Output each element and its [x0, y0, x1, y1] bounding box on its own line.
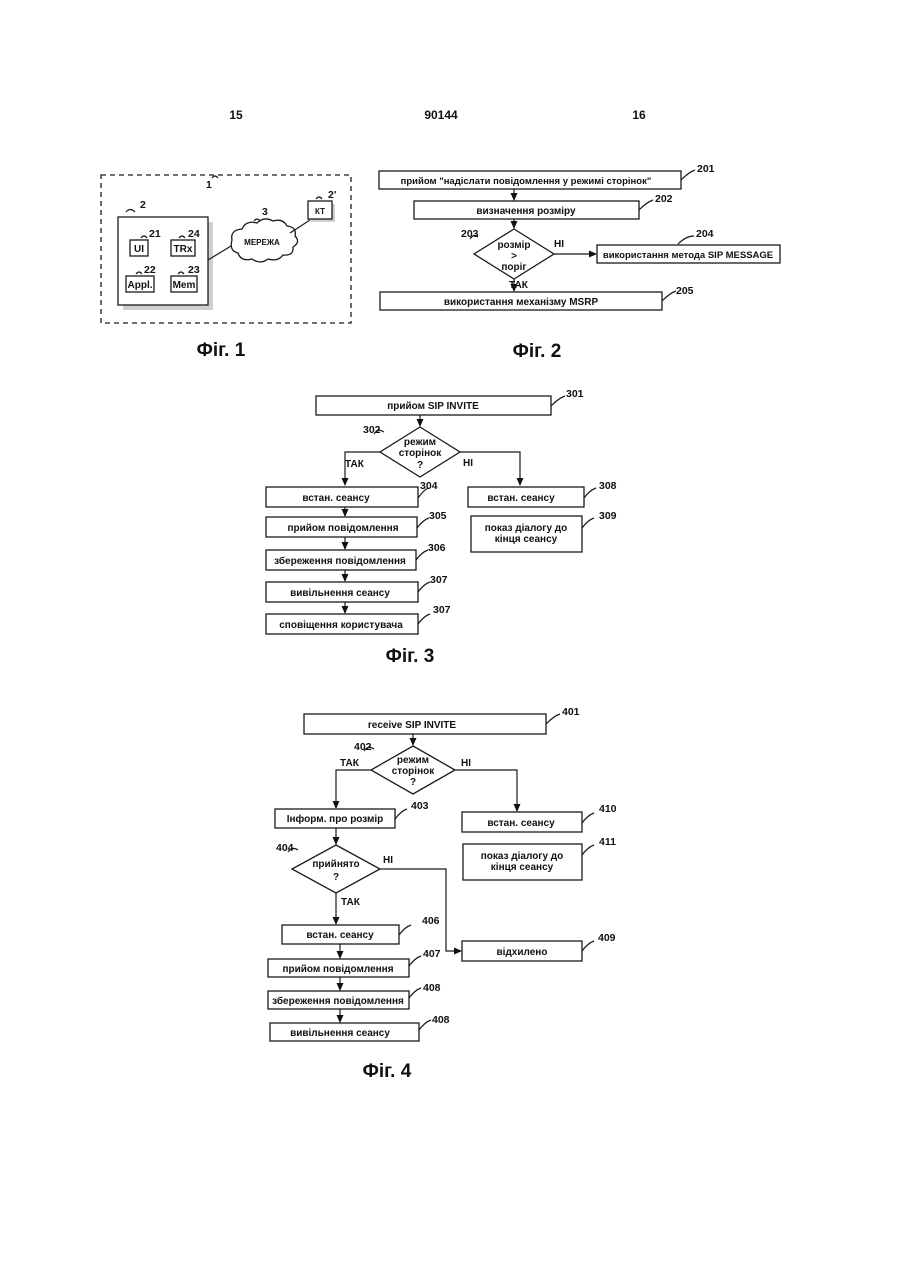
step-305-label: прийом повідомлення: [287, 523, 398, 534]
step-406-label: встан. сеансу: [306, 930, 374, 941]
step-307a-ref: 307: [430, 574, 448, 586]
fig2-yes-label: ТАК: [509, 280, 529, 291]
decision-402-ref: 402: [354, 741, 372, 753]
step-301-label: прийом SIP INVITE: [387, 401, 479, 412]
mem-ref: 23: [188, 264, 200, 276]
step-407-ref: 407: [423, 948, 441, 960]
step-406-ref: 406: [422, 915, 440, 927]
step-407-label: прийом повідомлення: [282, 964, 393, 975]
network-label: МЕРЕЖА: [244, 238, 280, 247]
system-ref: 1: [206, 179, 212, 191]
decision-404-ref: 404: [276, 842, 294, 854]
appl-ref: 22: [144, 264, 156, 276]
fig1-caption: Фіг. 1: [197, 340, 246, 361]
step-408b-label: вивільнення сеансу: [290, 1028, 390, 1039]
decision-402-line2: сторінок: [392, 766, 435, 777]
step-301-ref: 301: [566, 388, 584, 400]
step-409-ref: 409: [598, 932, 616, 944]
step-401-ref: 401: [562, 706, 580, 718]
step-305-ref: 305: [429, 510, 447, 522]
figure-1: 1 2 UI 21 TRx 24 Appl. 22 Mem 23 МЕРЕЖА …: [101, 175, 351, 361]
step-409-label: відхилено: [497, 947, 548, 958]
decision-402-line1: режим: [397, 755, 429, 766]
step-411-line1: показ діалогу до: [481, 851, 564, 862]
fig3-caption: Фіг. 3: [386, 646, 435, 667]
step-403-label: Інформ. про розмір: [287, 813, 384, 825]
step-201-ref: 201: [697, 163, 715, 175]
fig2-no-label: НІ: [554, 239, 564, 250]
step-202-ref: 202: [655, 193, 673, 205]
fig4-yes-main-label: ТАК: [340, 758, 360, 769]
step-307b-label: сповіщення користувача: [279, 620, 403, 631]
decision-203-line1: розмір: [497, 240, 530, 251]
step-309-line2: кінця сеансу: [495, 534, 558, 545]
fig4-no-main-label: НІ: [461, 758, 471, 769]
step-309-ref: 309: [599, 510, 617, 522]
step-401-label: receive SIP INVITE: [368, 720, 457, 731]
decision-203-line2: >: [511, 251, 517, 262]
page-number-left: 15: [229, 108, 243, 122]
mem-label: Mem: [173, 280, 196, 291]
step-304-label: встан. сеансу: [302, 493, 370, 504]
decision-302-line3: ?: [417, 460, 423, 471]
ui-ref: 21: [149, 228, 161, 240]
patent-number: 90144: [424, 108, 458, 122]
step-304-ref: 304: [420, 480, 438, 492]
trx-ref: 24: [188, 228, 200, 240]
fig3-yes-label: ТАК: [345, 459, 365, 470]
network-ref: 3: [262, 206, 268, 218]
terminal-ref: 2: [140, 199, 146, 211]
fig2-caption: Фіг. 2: [513, 341, 562, 362]
step-306-label: збереження повідомлення: [274, 555, 406, 567]
fig4-yes-accept-label: ТАК: [341, 897, 361, 908]
trx-label: TRx: [174, 244, 193, 255]
step-410-ref: 410: [599, 803, 617, 815]
step-309-line1: показ діалогу до: [485, 523, 568, 534]
step-205-label: використання механізму MSRP: [444, 297, 599, 308]
ui-label: UI: [134, 244, 144, 255]
decision-404-line2: ?: [333, 872, 339, 883]
page-header: 15 90144 16: [229, 108, 646, 122]
decision-302-line1: режим: [404, 437, 436, 448]
step-204-label: використання метода SIP MESSAGE: [603, 250, 773, 261]
fig3-no-label: НІ: [463, 458, 473, 469]
kt-ref: 2': [328, 189, 336, 201]
step-411-ref: 411: [599, 836, 616, 848]
step-204-ref: 204: [696, 228, 714, 240]
kt-label: КТ: [315, 207, 325, 216]
step-408a-label: збереження повідомлення: [272, 995, 404, 1007]
decision-302-ref: 302: [363, 424, 381, 436]
decision-203-ref: 203: [461, 228, 479, 240]
decision-402-line3: ?: [410, 777, 416, 788]
appl-label: Appl.: [128, 280, 153, 291]
step-205-ref: 205: [676, 285, 694, 297]
step-408a-ref: 408: [423, 982, 441, 994]
figure-3: прийом SIP INVITE 301 режим сторінок ? 3…: [266, 388, 617, 667]
fig4-caption: Фіг. 4: [363, 1061, 412, 1082]
figure-2: прийом "надіслати повідомлення у режимі …: [379, 163, 780, 362]
step-410-label: встан. сеансу: [487, 818, 555, 829]
step-308-ref: 308: [599, 480, 617, 492]
figure-4: receive SIP INVITE 401 режим сторінок ? …: [268, 706, 617, 1082]
step-307b-ref: 307: [433, 604, 451, 616]
step-403-ref: 403: [411, 800, 429, 812]
decision-203-line3: поріг: [501, 262, 526, 273]
step-308-label: встан. сеансу: [487, 493, 555, 504]
step-202-label: визначення розміру: [476, 206, 576, 217]
page-number-right: 16: [632, 108, 646, 122]
step-201-label: прийом "надіслати повідомлення у режимі …: [401, 176, 652, 187]
decision-302-line2: сторінок: [399, 448, 442, 459]
step-307a-label: вивільнення сеансу: [290, 588, 390, 599]
step-408b-ref: 408: [432, 1014, 450, 1026]
step-306-ref: 306: [428, 542, 446, 554]
fig4-no-accept-label: НІ: [383, 855, 393, 866]
decision-404-line1: прийнято: [312, 859, 359, 870]
step-411-line2: кінця сеансу: [491, 862, 554, 873]
